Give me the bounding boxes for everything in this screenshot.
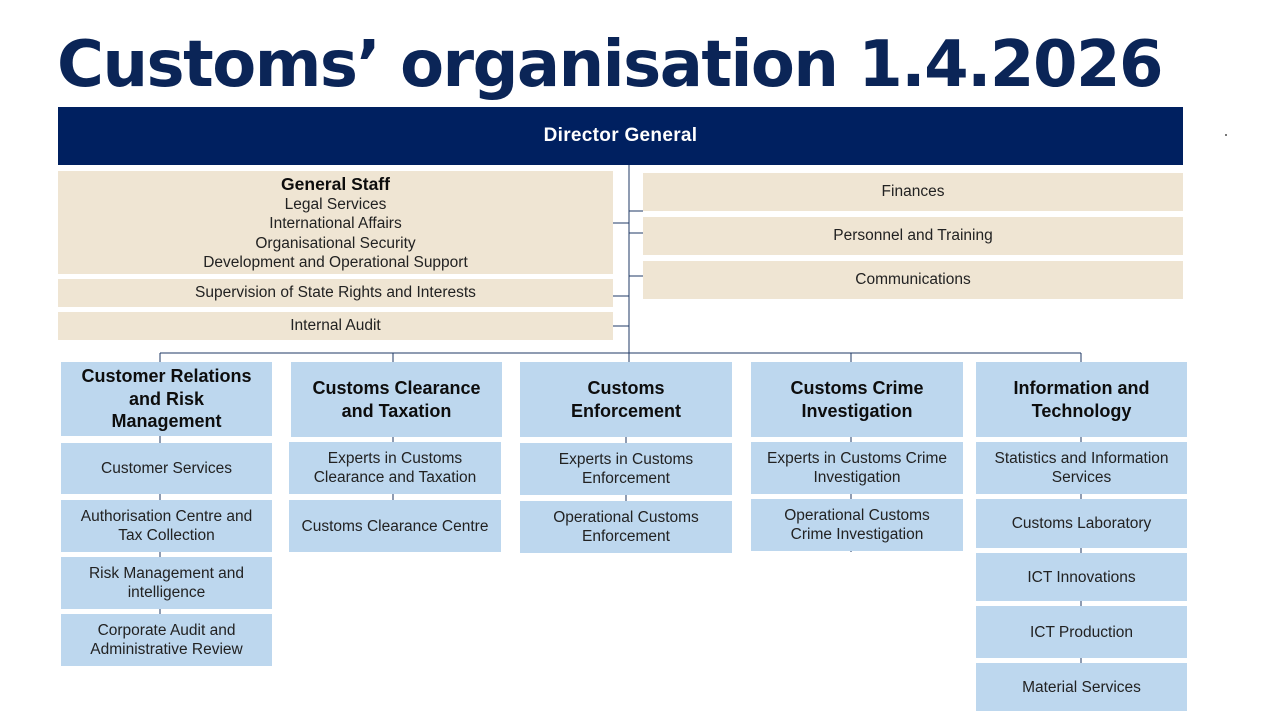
unit-statistics-information: Statistics and Information Services [976, 442, 1187, 494]
general-staff-item: Legal Services [284, 195, 387, 213]
unit-operational-customs-enforcement: Operational Customs Enforcement [520, 501, 732, 553]
finances-label: Finances [881, 183, 945, 200]
personnel-training-label: Personnel and Training [833, 227, 993, 244]
unit-risk-management: Risk Management and intelligence [61, 557, 272, 609]
director-general-box: Director General [58, 107, 1183, 165]
unit-experts-customs-clearance: Experts in Customs Clearance and Taxatio… [289, 442, 501, 494]
unit-experts-customs-enforcement: Experts in Customs Enforcement [520, 443, 732, 495]
unit-material-services: Material Services [976, 663, 1187, 711]
stray-mark [1225, 134, 1227, 136]
unit-label: Operational Customs Crime Investigation [784, 507, 930, 543]
unit-label: Statistics and Information Services [994, 450, 1169, 486]
unit-label: ICT Production [1029, 623, 1134, 641]
unit-label: Customs Clearance Centre [301, 517, 489, 535]
supervision-label: Supervision of State Rights and Interest… [195, 284, 476, 301]
unit-label: Operational Customs Enforcement [553, 509, 699, 545]
internal-audit-label: Internal Audit [290, 317, 381, 334]
department-title: Customs Enforcement [570, 378, 682, 421]
page-title: Customs’ organisation 1.4.2026 [57, 28, 1164, 102]
unit-ict-production: ICT Production [976, 606, 1187, 658]
general-staff-item: Organisational Security [255, 234, 416, 252]
unit-ict-innovations: ICT Innovations [976, 553, 1187, 601]
department-title: Customs Clearance and Taxation [312, 378, 481, 421]
unit-experts-customs-crime: Experts in Customs Crime Investigation [751, 442, 963, 494]
unit-customs-laboratory: Customs Laboratory [976, 499, 1187, 548]
unit-label: Risk Management and intelligence [88, 565, 245, 601]
general-staff-item: Development and Operational Support [203, 254, 468, 271]
unit-label: Experts in Customs Enforcement [558, 451, 694, 487]
department-title: Information and Technology [1013, 378, 1150, 421]
unit-label: Material Services [1022, 678, 1141, 696]
department-header-customer-relations: Customer Relations and Risk Management [61, 362, 272, 436]
unit-label: Experts in Customs Crime Investigation [766, 450, 947, 486]
unit-label: Corporate Audit and Administrative Revie… [90, 622, 243, 658]
unit-authorisation-centre: Authorisation Centre and Tax Collection [61, 500, 272, 552]
director-general-label: Director General [543, 125, 698, 146]
internal-audit-box: Internal Audit [58, 312, 613, 340]
unit-operational-customs-crime: Operational Customs Crime Investigation [751, 499, 963, 551]
department-title: Customs Crime Investigation [790, 378, 924, 421]
unit-corporate-audit: Corporate Audit and Administrative Revie… [61, 614, 272, 666]
communications-label: Communications [855, 271, 971, 288]
unit-customs-clearance-centre: Customs Clearance Centre [289, 500, 501, 552]
general-staff-box: General Staff Legal Services Internation… [58, 171, 613, 274]
department-header-information-technology: Information and Technology [976, 362, 1187, 437]
unit-label: Authorisation Centre and Tax Collection [80, 508, 253, 544]
finances-box: Finances [643, 173, 1183, 211]
department-title: Customer Relations and Risk Management [81, 366, 252, 432]
personnel-training-box: Personnel and Training [643, 217, 1183, 255]
unit-label: Customs Laboratory [1011, 515, 1152, 532]
general-staff-title: General Staff [281, 173, 390, 194]
unit-label: ICT Innovations [1027, 568, 1136, 586]
general-staff-item: International Affairs [269, 215, 402, 232]
unit-label: Experts in Customs Clearance and Taxatio… [313, 450, 477, 486]
unit-label: Customer Services [101, 460, 232, 477]
supervision-box: Supervision of State Rights and Interest… [58, 279, 613, 307]
department-header-customs-crime: Customs Crime Investigation [751, 362, 963, 437]
department-header-customs-enforcement: Customs Enforcement [520, 362, 732, 437]
communications-box: Communications [643, 261, 1183, 299]
unit-customer-services: Customer Services [61, 443, 272, 494]
department-header-customs-clearance: Customs Clearance and Taxation [291, 362, 502, 437]
